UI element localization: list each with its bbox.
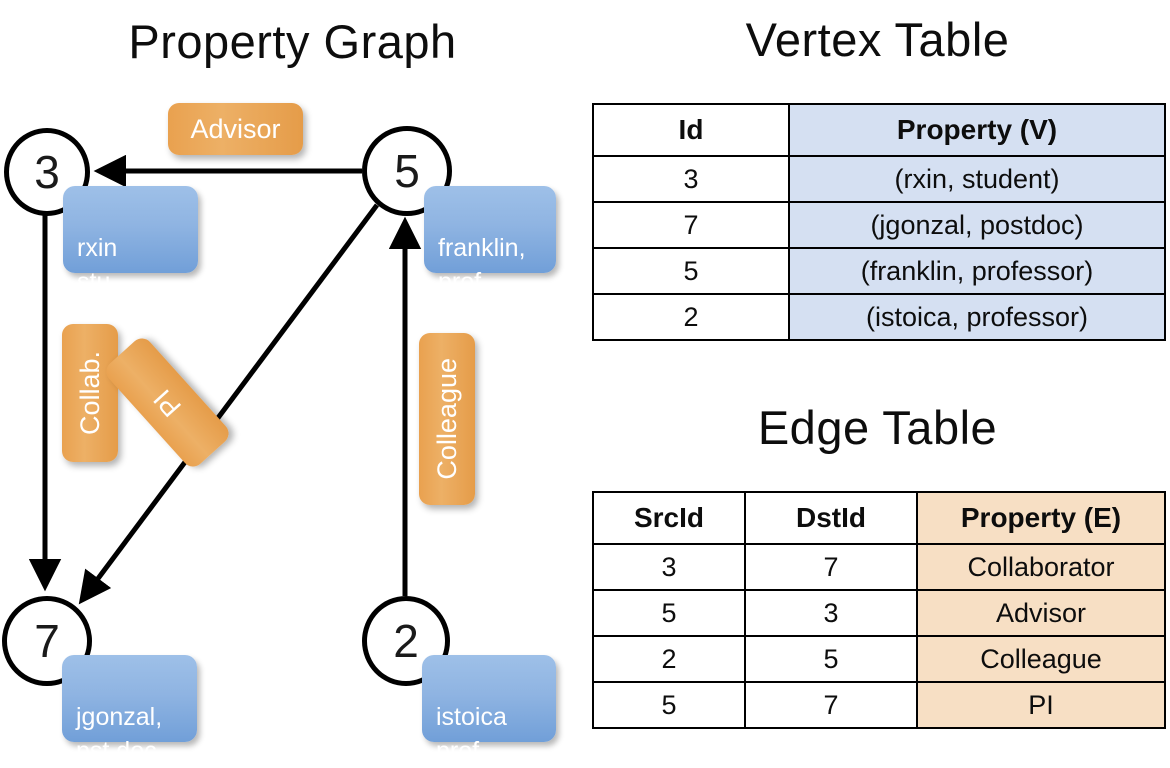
graph-node-5-label: 5 xyxy=(394,145,420,197)
edge-cell-srcid: 2 xyxy=(592,635,746,683)
property-graph-canvas xyxy=(28,154,422,605)
edge-label-collab: Collab. xyxy=(62,324,118,462)
graph-node-5-property-text: franklin, prof. xyxy=(438,233,526,296)
edge-cell-dstid: 7 xyxy=(744,543,918,591)
vertex-cell-property: (istoica, professor) xyxy=(788,293,1166,341)
edge-cell-dstid: 5 xyxy=(744,635,918,683)
edge-label-colleague-text: Colleague xyxy=(431,358,462,480)
vertex-cell-id: 2 xyxy=(592,293,790,341)
table-row[interactable]: 3 7 Collaborator xyxy=(592,543,1166,591)
graph-node-2-property-text: istoica prof. xyxy=(436,702,507,765)
page-title-edge-table: Edge Table xyxy=(757,401,998,454)
edge-table-header-srcid: SrcId xyxy=(592,491,746,545)
edge-cell-property: PI xyxy=(916,681,1166,729)
vertex-table-header-row: Id Property (V) xyxy=(592,103,1166,157)
edge-cell-dstid: 3 xyxy=(744,589,918,637)
page-title-property-graph: Property Graph xyxy=(128,15,457,68)
table-row[interactable]: 5 (franklin, professor) xyxy=(592,247,1166,295)
edge-label-advisor-text: Advisor xyxy=(190,113,281,144)
vertex-cell-id: 7 xyxy=(592,201,790,249)
graph-node-7-property-text: jgonzal, pst.doc. xyxy=(76,702,164,765)
vertex-cell-id: 3 xyxy=(592,155,790,203)
table-row[interactable]: 2 (istoica, professor) xyxy=(592,293,1166,341)
table-row[interactable]: 2 5 Colleague xyxy=(592,635,1166,683)
edge-table: SrcId DstId Property (E) 3 7 Collaborato… xyxy=(592,491,1166,729)
graph-node-2-property-box: istoica prof. xyxy=(422,655,556,765)
vertex-table-header-id: Id xyxy=(592,103,790,157)
edge-label-pi-text: PI xyxy=(147,383,187,423)
graph-node-3-property-text: rxin stu. xyxy=(77,233,118,296)
vertex-cell-id: 5 xyxy=(592,247,790,295)
edge-label-collab-text: Collab. xyxy=(74,350,105,436)
table-row[interactable]: 7 (jgonzal, postdoc) xyxy=(592,201,1166,249)
edge-table-header-property: Property (E) xyxy=(916,491,1166,545)
graph-node-2-label: 2 xyxy=(393,615,419,667)
vertex-table-header-property: Property (V) xyxy=(788,103,1166,157)
vertex-cell-property: (rxin, student) xyxy=(788,155,1166,203)
edge-cell-property: Colleague xyxy=(916,635,1166,683)
edge-table-header-dstid: DstId xyxy=(744,491,918,545)
table-row[interactable]: 5 7 PI xyxy=(592,681,1166,729)
graph-node-5[interactable]: 5 xyxy=(362,126,452,216)
vertex-cell-property: (franklin, professor) xyxy=(788,247,1166,295)
table-row[interactable]: 5 3 Advisor xyxy=(592,589,1166,637)
graph-node-3-property-box: rxin stu. xyxy=(63,186,198,296)
graph-node-3-label: 3 xyxy=(34,146,60,198)
graph-edge-5-to-7 xyxy=(78,203,380,605)
edge-cell-srcid: 5 xyxy=(592,589,746,637)
graph-node-7-label: 7 xyxy=(34,615,60,667)
edge-cell-dstid: 7 xyxy=(744,681,918,729)
vertex-cell-property: (jgonzal, postdoc) xyxy=(788,201,1166,249)
edge-cell-srcid: 3 xyxy=(592,543,746,591)
edge-cell-srcid: 5 xyxy=(592,681,746,729)
table-row[interactable]: 3 (rxin, student) xyxy=(592,155,1166,203)
graph-node-7-property-box: jgonzal, pst.doc. xyxy=(62,655,197,765)
edge-cell-property: Advisor xyxy=(916,589,1166,637)
vertex-table: Id Property (V) 3 (rxin, student) 7 (jgo… xyxy=(592,103,1166,341)
edge-table-header-row: SrcId DstId Property (E) xyxy=(592,491,1166,545)
page-title-vertex-table: Vertex Table xyxy=(745,13,1010,66)
edge-label-colleague: Colleague xyxy=(419,333,475,505)
graph-node-5-property-box: franklin, prof. xyxy=(424,186,556,296)
edge-cell-property: Collaborator xyxy=(916,543,1166,591)
edge-label-advisor: Advisor xyxy=(168,103,303,155)
